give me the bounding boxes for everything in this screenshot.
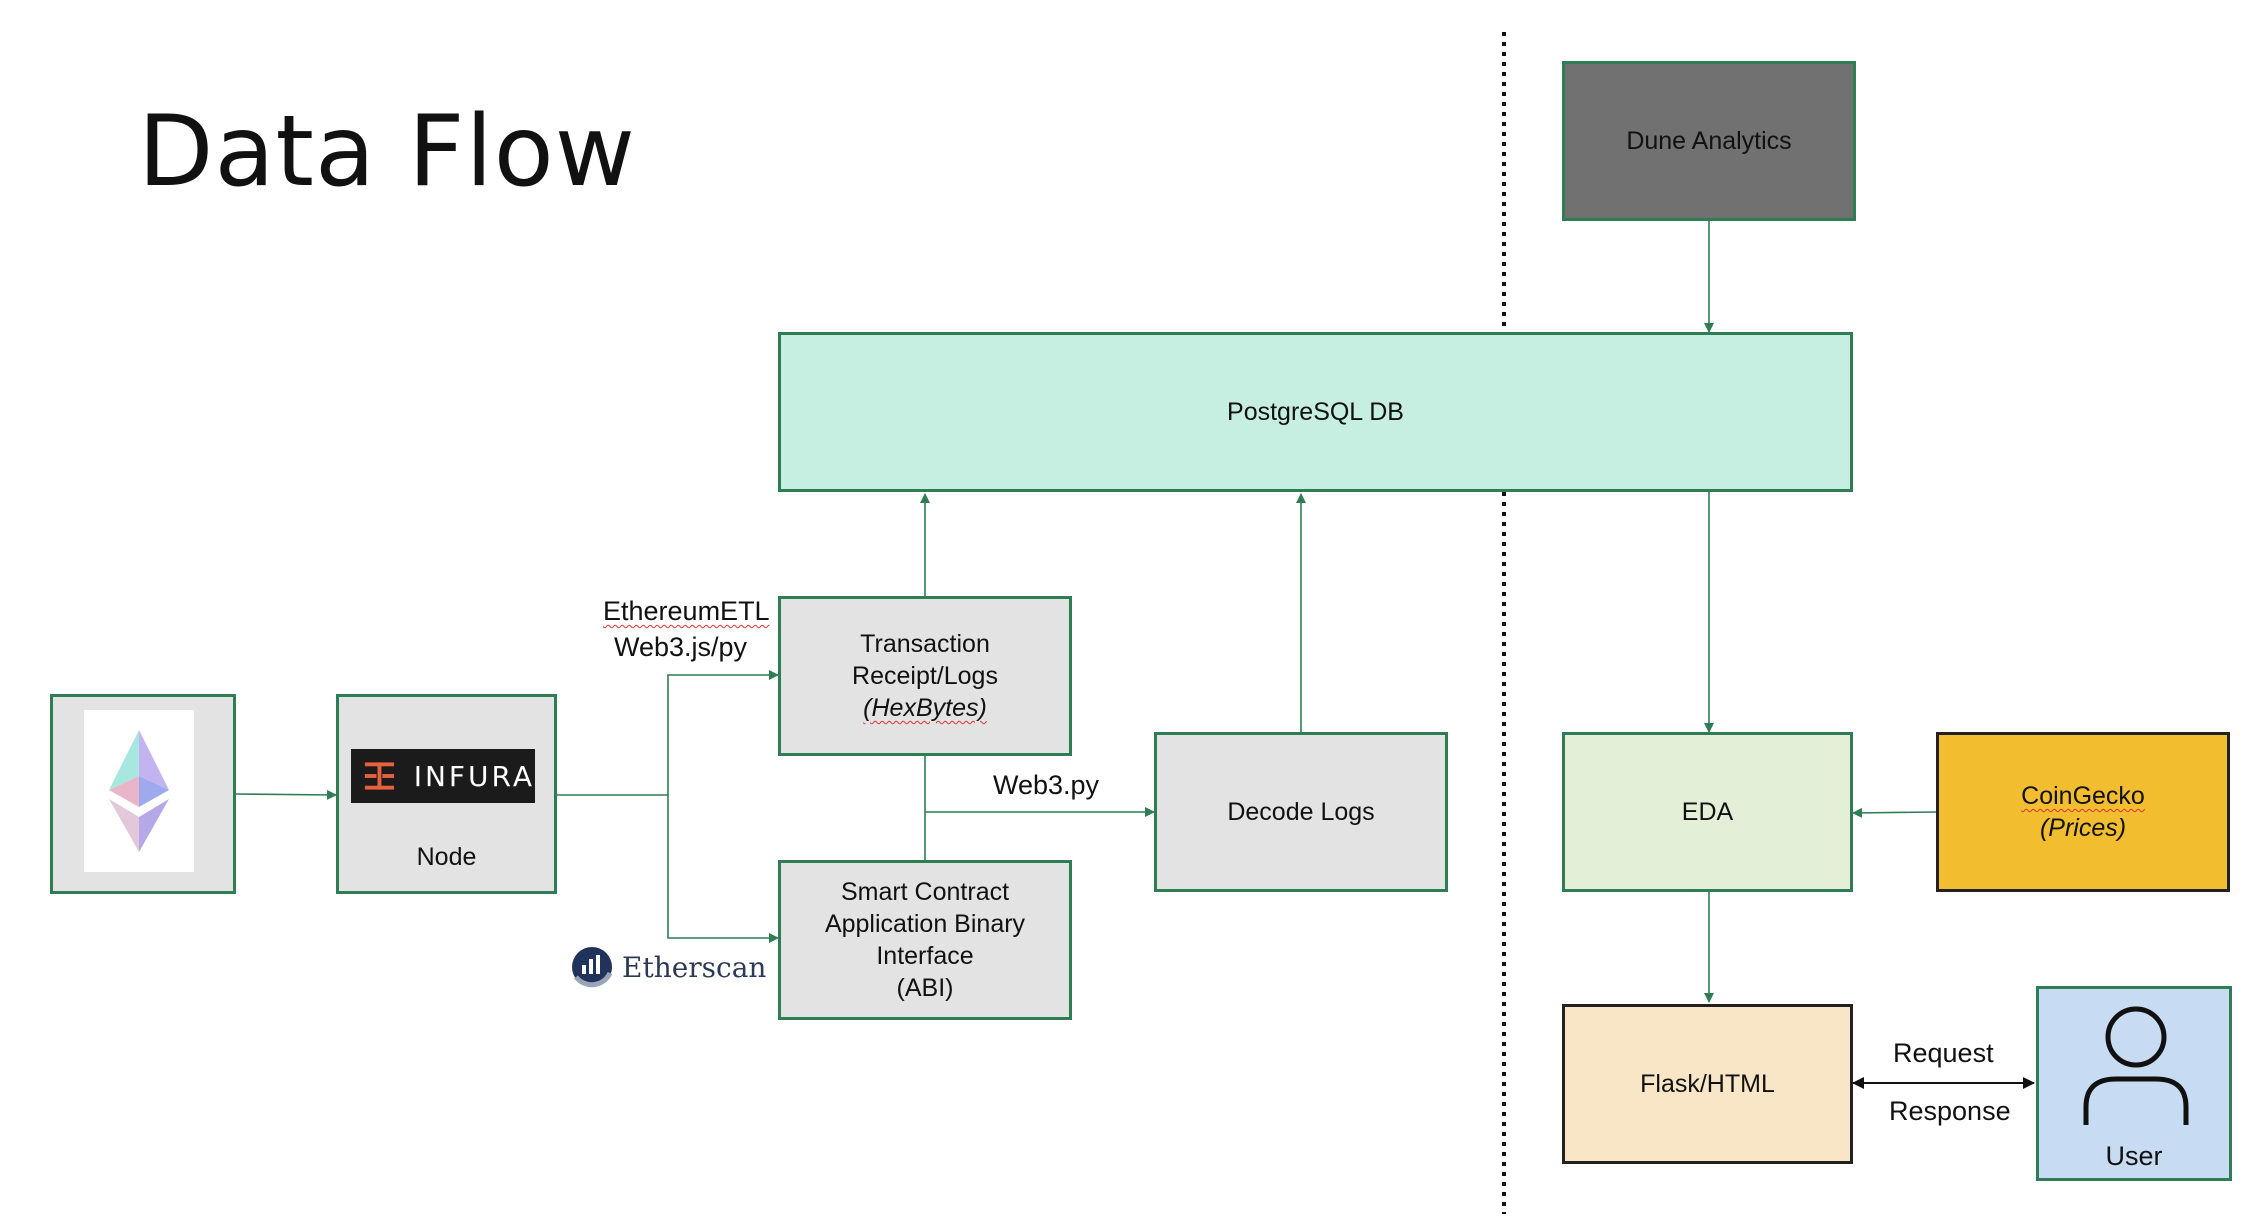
abi-label-line2: Application Binary (824, 910, 1026, 938)
eda-box[interactable]: EDA (1562, 732, 1853, 892)
arrow-branch-tx (667, 670, 779, 795)
abi-label-line1: Smart Contract (840, 878, 1010, 906)
user-icon (2083, 1006, 2189, 1125)
abi-box[interactable]: Smart Contract Application Binary Interf… (778, 860, 1072, 1020)
postgresql-db-box[interactable]: PostgreSQL DB (778, 332, 1853, 492)
infura-logo-icon: INFURA (351, 749, 535, 803)
label-request: Request (1893, 1038, 1994, 1068)
eda-label: EDA (1681, 798, 1734, 826)
transaction-receipt-box[interactable]: Transaction Receipt/Logs (HexBytes) (778, 596, 1072, 756)
tx-label-line3: (HexBytes) (863, 694, 987, 722)
arrow-branch-abi (667, 795, 779, 943)
user-label: User (2105, 1141, 2163, 1171)
flask-label: Flask/HTML (1640, 1070, 1775, 1098)
ethereum-logo-icon (84, 710, 194, 872)
abi-label-line3: Interface (876, 942, 974, 970)
page-title: Data Flow (138, 95, 636, 209)
coingecko-label-line2: (Prices) (2039, 814, 2127, 842)
flask-html-box[interactable]: Flask/HTML (1562, 1004, 1853, 1164)
decode-logs-box[interactable]: Decode Logs (1154, 732, 1448, 892)
tx-label-line2: Receipt/Logs (852, 662, 998, 690)
tx-label-line1: Transaction (860, 630, 990, 658)
arrow-coingecko-eda (1852, 807, 1937, 818)
label-ethereum-etl: EthereumETL (603, 596, 770, 626)
coingecko-box[interactable]: CoinGecko (Prices) (1936, 732, 2230, 892)
coingecko-label-line1: CoinGecko (2021, 782, 2145, 810)
label-web3-py: Web3.py (993, 770, 1100, 800)
arrow-ethereum-node (235, 789, 337, 800)
user-box[interactable]: User (2036, 986, 2232, 1181)
node-label: Node (416, 843, 477, 871)
dune-analytics-box[interactable]: Dune Analytics (1562, 61, 1856, 221)
infura-logo-text: INFURA (413, 759, 535, 793)
dune-label: Dune Analytics (1626, 127, 1792, 155)
etherscan-logo: Etherscan (570, 945, 766, 989)
etherscan-label: Etherscan (622, 950, 767, 984)
decode-logs-label: Decode Logs (1227, 798, 1375, 826)
postgresql-label: PostgreSQL DB (1227, 398, 1404, 426)
etherscan-icon (572, 947, 613, 988)
abi-label-line4: (ABI) (896, 974, 954, 1002)
label-web3-js-py: Web3.js/py (614, 632, 748, 662)
label-response: Response (1889, 1096, 2011, 1126)
